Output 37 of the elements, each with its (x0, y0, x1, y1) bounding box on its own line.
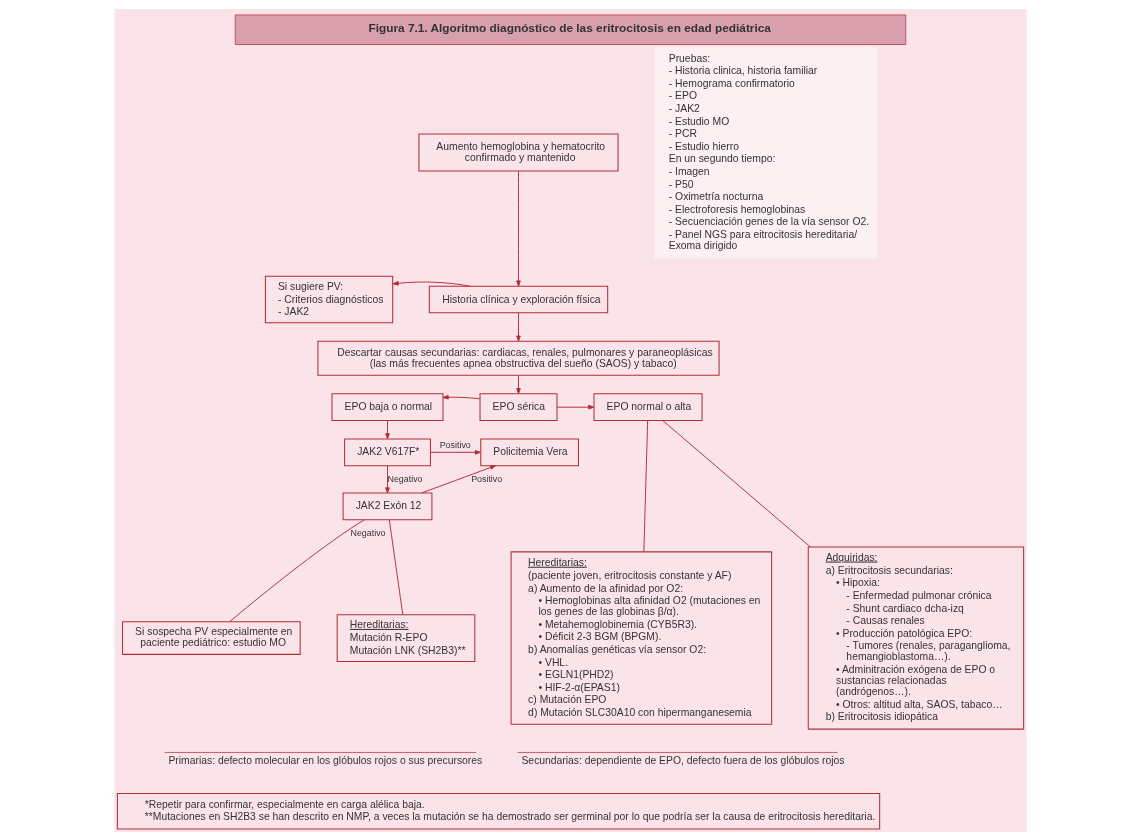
node-box: Policitemia Vera (479, 438, 579, 466)
node-box: EPO baja o normal (331, 392, 444, 421)
arrow (515, 311, 521, 342)
label: Primarias: defecto molecular en los glóbulos rojos o sus precursores (167, 754, 482, 766)
arrow (515, 374, 521, 394)
node-box: EPO sérica (479, 392, 557, 421)
node-box: Hereditarias: Mutación R-EPO Mutación LNK (SH2B3)** (336, 613, 475, 662)
node-box: Hereditarias: (paciente joven, eritrocitosis constante y AF) a) Aumento de la afinidad por O2: • Hemoglobinas alta afinidad O2 (mutaciones en los genes de las globinas β/α). • Metahemoglobinemia (CYB5R3). • Déficit 2-3 BGM (BPGM). b) Anomalías genéticas vía sensor O2: • VHL. • EGLN1(PHD2) • HIF-2-α(EPAS1) c) Mutación EPO d) Mutación SLC30A10 con hipermanganesemia (510, 550, 772, 725)
arrow (515, 170, 521, 287)
arrow (384, 419, 390, 439)
node-box: Pruebas: - Historia clinica, historia familiar - Hemograma confirmatorio - EPO - JAK2 - Estudio MO - PCR - Estudio hierro En un segundo tiempo: - Imagen - P50 - Oximetría nocturna - Electroforesis hemoglobinas - Secuenciación genes de la vía sensor O2. - Panel NGS para eitrocitosis hereditaria/ Exoma dirigido (653, 46, 877, 258)
edge-label: Positivo (470, 473, 502, 484)
edge-label: Negativo (387, 473, 423, 484)
node-box: *Repetir para confirmar, especialmente en carga alélica baja. **Mutaciones en SH2B3 se han descrito en NMP, a veces la mutación se ha demostrado ser germinal por lo que podría ser la causa de eritrocitosis hereditaria. (116, 792, 880, 830)
arrow (420, 464, 496, 493)
edge-label: Negativo (350, 527, 386, 538)
node-box: Si sospecha PV especialmente en paciente pediátrico: estudio MO (121, 620, 301, 655)
connector (661, 419, 811, 547)
label: Secundarias: dependiente de EPO, defecto fuera de los glóbulos rojos (520, 754, 845, 766)
arrow (384, 464, 390, 493)
arrow (429, 449, 481, 455)
arrow (556, 404, 594, 409)
connector (388, 518, 403, 615)
node-box: Historia clínica y exploración física (428, 285, 608, 313)
edge-label: Positivo (439, 439, 471, 450)
node-box: Aumento hemoglobina y hematocrito confirmado y mantenido (417, 133, 619, 172)
node-box: Adquiridas: a) Eritrocitosis secundarias: • Hipoxia: - Enfermedad pulmonar crónica - Shunt cardiaco dcha-izq - Causas renales • Producción patológica EPO: - Tumores (renales, paraganglioma, hemangioblastoma…). • Adminitración exógena de EPO o sustancias relacionadas (andrógenos…). • Otros: altitud alta, SAOS, tabaco… b) Eritrocitosis idiopática (807, 546, 1024, 730)
arrow (442, 394, 480, 400)
node-box: Descartar causas secundarias: cardiacas, renales, pulmonares y paraneoplásicas (las más frecuentes apnea obstructiva del sueño (SAOS) y tabaco) (316, 340, 720, 376)
diagram-title: Figura 7.1. Algoritmo diagnóstico de las eritrocitosis en edad pediátrica (367, 20, 771, 35)
connector (642, 419, 648, 552)
arrow (392, 280, 470, 287)
connector (228, 518, 365, 622)
node-box: JAK2 Exón 12 (342, 492, 432, 520)
node-box: JAK2 V617F* (343, 438, 431, 466)
node-box: Si sugiere PV: - Criterios diagnósticos - JAK2 (264, 275, 393, 323)
node-box: EPO normal o alta (593, 392, 703, 421)
